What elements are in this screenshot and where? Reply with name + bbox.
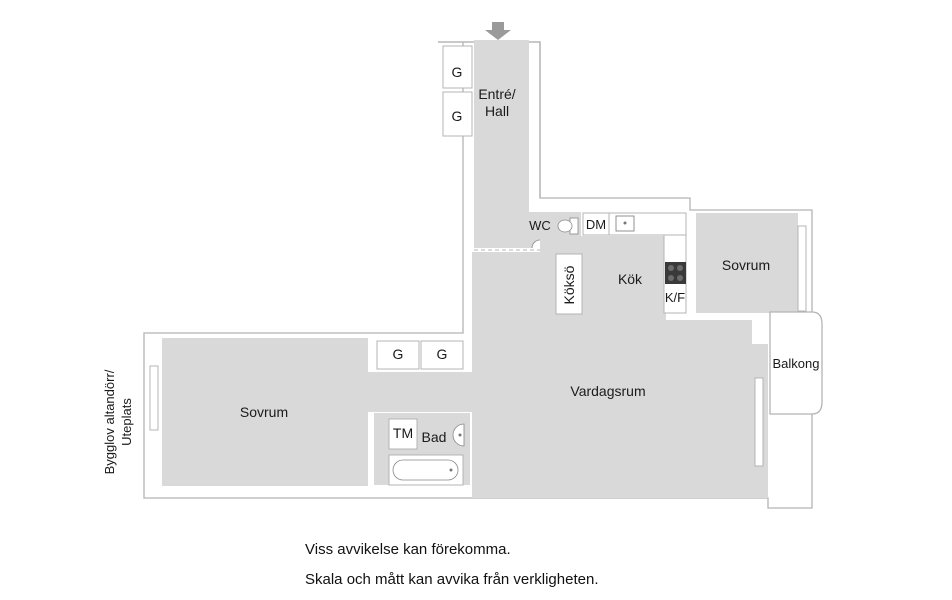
washing-machine [388, 418, 418, 450]
kitchen-sink-icon [615, 215, 635, 232]
stove-icon [665, 262, 686, 284]
window-vardagsrum [754, 377, 764, 467]
room-label-kok: Kök [618, 271, 643, 287]
room-label-balkong: Balkong [773, 356, 820, 371]
disclaimer-line-2: Skala och mått kan avvika från verklighe… [305, 571, 599, 588]
room-vardagsrum [472, 252, 768, 498]
room-entre-hall [474, 40, 529, 248]
room-sovrum-left [162, 338, 368, 486]
room-label-dm: DM [586, 217, 606, 232]
room-label-sovrum-left: Sovrum [240, 404, 288, 420]
toilet-icon [557, 217, 579, 235]
room-label-tm: TM [393, 425, 413, 441]
entrance-arrow-icon [485, 22, 511, 40]
room-label-bad: Bad [422, 429, 447, 445]
bathroom-sink-icon [452, 423, 465, 447]
room-label-sovrum-right: Sovrum [722, 257, 770, 273]
side-label-line1: Bygglov altandörr/ [102, 369, 117, 474]
bathtub-icon [388, 454, 464, 486]
wardrobe-label: G [437, 346, 448, 362]
wardrobe-corridor-1 [376, 340, 420, 370]
wardrobe-hall-1 [442, 45, 473, 89]
side-label-line2: Uteplats [119, 398, 134, 446]
wardrobe-label: G [393, 346, 404, 362]
corridor [368, 372, 472, 412]
wardrobe-hall-2 [442, 91, 473, 137]
wardrobe-label: G [452, 108, 463, 124]
room-label-kf: K/F [665, 290, 685, 305]
room-label-kokso: Köksö [561, 265, 577, 304]
room-sovrum-right [696, 213, 798, 313]
balcony [769, 311, 823, 415]
disclaimer-notes: Viss avvikelse kan förekomma. Skala och … [305, 535, 598, 595]
building-outline-upper [438, 41, 541, 198]
window-sovrum-left [149, 365, 159, 431]
wardrobe-label: G [452, 64, 463, 80]
room-label-entre: Entré/ [478, 86, 515, 102]
wardrobe-corridor-2 [420, 340, 464, 370]
room-label-hall: Hall [485, 103, 509, 119]
kitchen-island [555, 253, 583, 315]
room-label-wc: WC [529, 218, 551, 233]
room-label-vardagsrum: Vardagsrum [570, 383, 645, 399]
disclaimer-line-1: Viss avvikelse kan förekomma. [305, 541, 511, 558]
window-sovrum-right [797, 225, 807, 312]
